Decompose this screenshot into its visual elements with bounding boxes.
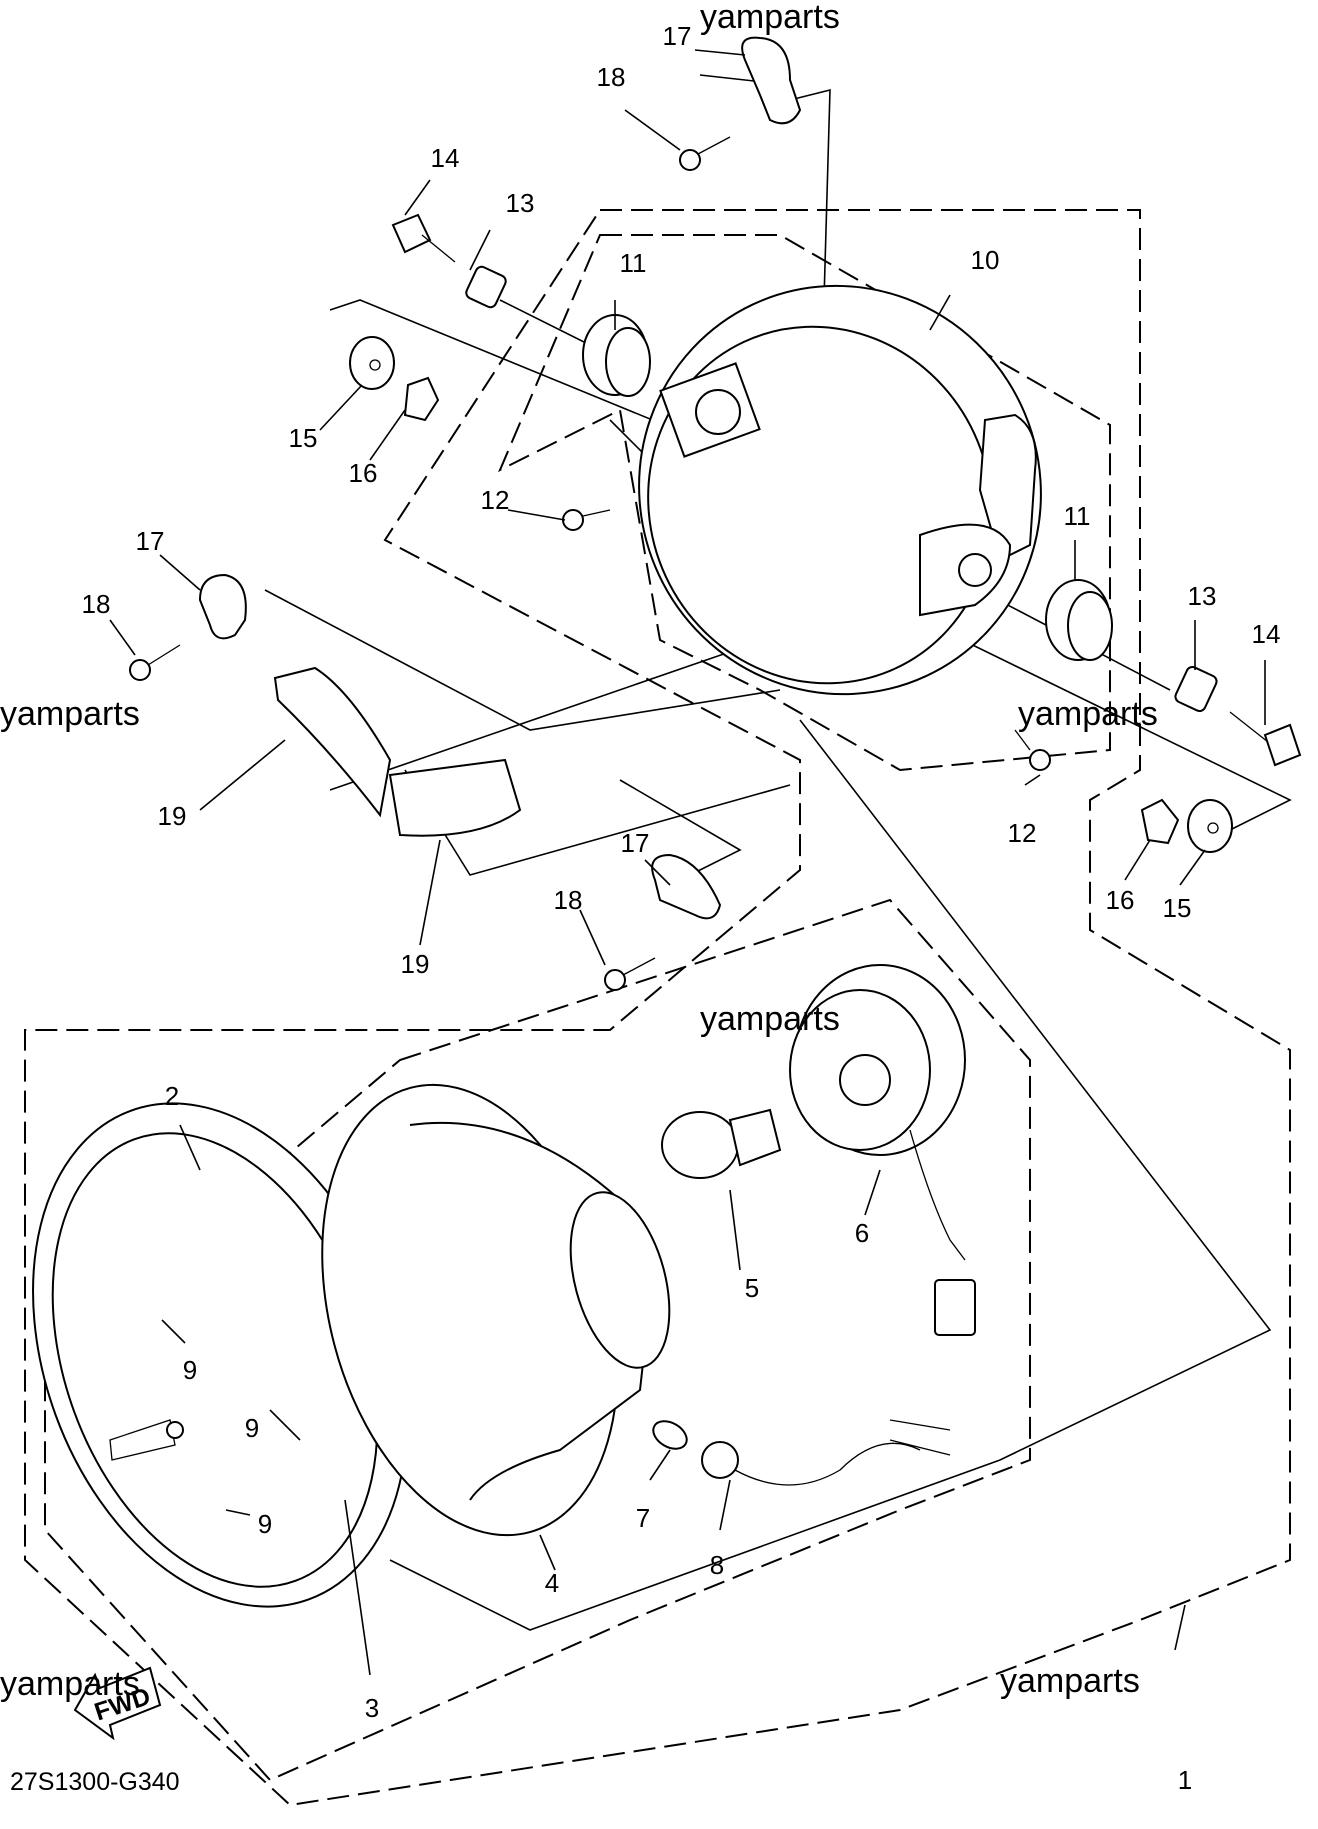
assembly-outlines xyxy=(24,209,1291,1807)
callout-16a: 16 xyxy=(349,458,378,488)
callout-18c: 18 xyxy=(554,885,583,915)
callout-9c: 9 xyxy=(258,1509,272,1539)
callout-16b: 16 xyxy=(1106,885,1135,915)
headlight-rim-part xyxy=(32,1102,408,1608)
callout-9b: 9 xyxy=(245,1413,259,1443)
callout-labels: 1 2 3 4 5 6 7 8 9 9 9 10 11 11 12 12 13 … xyxy=(82,21,1281,1795)
callout-18b: 18 xyxy=(82,589,111,619)
callout-19b: 19 xyxy=(401,949,430,979)
forward-arrow-icon: FWD xyxy=(73,1666,162,1741)
callout-10: 10 xyxy=(971,245,1000,275)
headlight-case-part xyxy=(638,284,1042,696)
callout-9a: 9 xyxy=(183,1355,197,1385)
callout-1: 1 xyxy=(1178,1765,1192,1795)
callout-6: 6 xyxy=(855,1218,869,1248)
screw-parts xyxy=(562,509,1051,771)
watermark-left: yamparts xyxy=(0,695,140,733)
callout-leaders xyxy=(109,49,1266,1676)
callout-5: 5 xyxy=(745,1273,759,1303)
bulb-socket-part xyxy=(789,964,976,1336)
clamp-parts xyxy=(129,36,802,991)
callout-14b: 14 xyxy=(1252,619,1281,649)
watermarks: yamparts yamparts yamparts yamparts yamp… xyxy=(0,0,1158,1703)
diagram-code: 27S1300-G340 xyxy=(10,1768,180,1796)
headlight-bulb-part xyxy=(661,1108,782,1179)
callout-15b: 15 xyxy=(1163,893,1192,923)
callout-12a: 12 xyxy=(481,485,510,515)
pad-parts xyxy=(273,666,522,837)
callout-2: 2 xyxy=(165,1081,179,1111)
callout-11a: 11 xyxy=(620,248,647,278)
callout-11b: 11 xyxy=(1064,501,1091,531)
callout-7: 7 xyxy=(636,1503,650,1533)
callout-13b: 13 xyxy=(1188,581,1217,611)
watermark-center: yamparts xyxy=(700,1000,840,1038)
watermark-bottom-right: yamparts xyxy=(1000,1662,1140,1700)
callout-3: 3 xyxy=(365,1693,379,1723)
callout-12b: 12 xyxy=(1008,818,1037,848)
callout-18a: 18 xyxy=(597,62,626,92)
callout-13a: 13 xyxy=(506,188,535,218)
grommet-part xyxy=(582,314,1113,661)
watermark-top: yamparts xyxy=(700,0,840,36)
headlight-unit-part xyxy=(321,1083,671,1537)
callout-17a: 17 xyxy=(663,21,692,51)
callout-14a: 14 xyxy=(431,143,460,173)
callout-17b: 17 xyxy=(136,526,165,556)
watermark-right-mid: yamparts xyxy=(1018,695,1158,733)
position-lamp-parts xyxy=(652,1419,951,1486)
callout-15a: 15 xyxy=(289,423,318,453)
callout-17c: 17 xyxy=(621,828,650,858)
callout-8: 8 xyxy=(710,1550,724,1580)
callout-4: 4 xyxy=(545,1568,559,1598)
watermark-bottom-left: yamparts xyxy=(0,1665,140,1703)
washer-and-nut-parts xyxy=(349,336,1233,853)
callout-19a: 19 xyxy=(158,801,187,831)
collar-and-bolt-parts xyxy=(391,213,1302,767)
